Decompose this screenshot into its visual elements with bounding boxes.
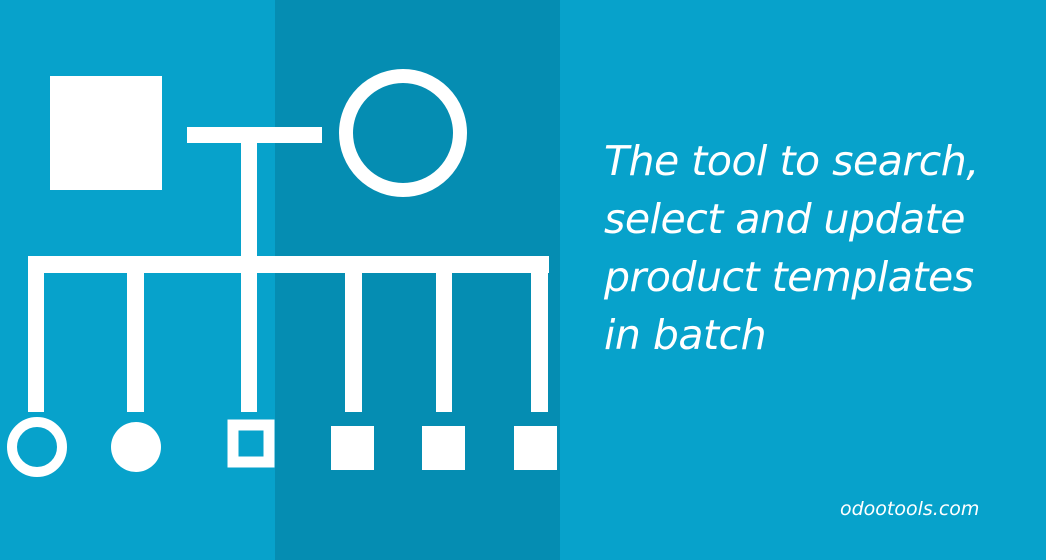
tagline-line-3: product templates (604, 253, 974, 301)
tagline-line-4: in batch (604, 311, 767, 359)
child-hollow-circle-icon (7, 417, 67, 477)
parent-square-icon (50, 76, 162, 190)
child-hollow-square-icon (227, 419, 275, 468)
sibship-bar (28, 256, 549, 273)
tagline: The tool to search, select and update pr… (604, 132, 1034, 364)
child-line-6 (531, 256, 548, 412)
accent-band (275, 0, 560, 560)
tagline-line-2: select and update (604, 195, 965, 243)
child-line-2 (127, 256, 144, 412)
site-url: odootools.com (840, 498, 980, 520)
parent-circle-icon (339, 69, 467, 197)
tagline-line-1: The tool to search, (604, 137, 979, 185)
child-filled-square-icon-1 (331, 426, 374, 470)
child-line-4 (345, 256, 362, 412)
child-line-3 (241, 256, 257, 412)
child-line-5 (436, 256, 452, 412)
child-line-1 (28, 256, 44, 412)
family-tree-pedigree-icon (7, 69, 557, 477)
child-filled-square-icon-3 (514, 426, 557, 470)
child-filled-square-icon-2 (422, 426, 465, 470)
child-filled-circle-icon (111, 422, 161, 472)
descent-line (241, 127, 257, 265)
